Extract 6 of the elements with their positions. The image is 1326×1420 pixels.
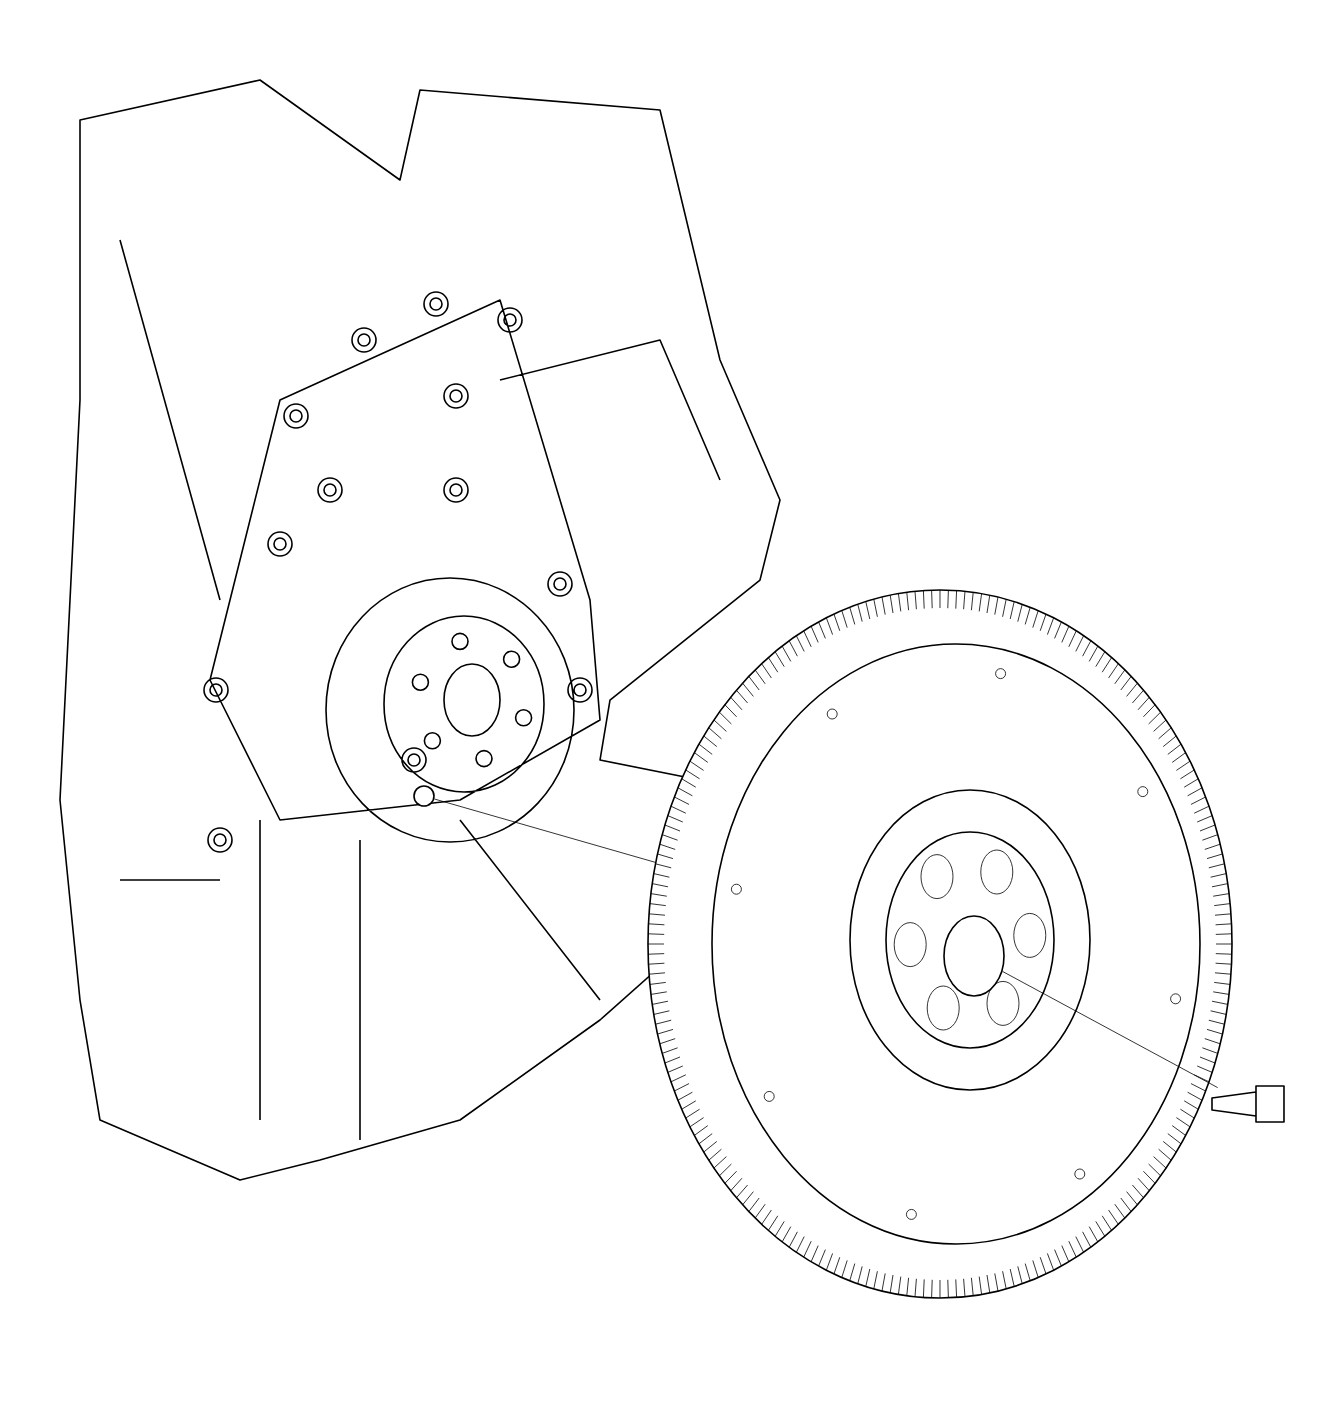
crankshaft-hole: [413, 785, 435, 807]
flywheel: [647, 589, 1233, 1299]
bolt: [1211, 1085, 1285, 1123]
alignment-line: [1002, 971, 1219, 1088]
flywheel-hub-hole: [943, 915, 1005, 997]
alignment-line: [434, 798, 656, 863]
